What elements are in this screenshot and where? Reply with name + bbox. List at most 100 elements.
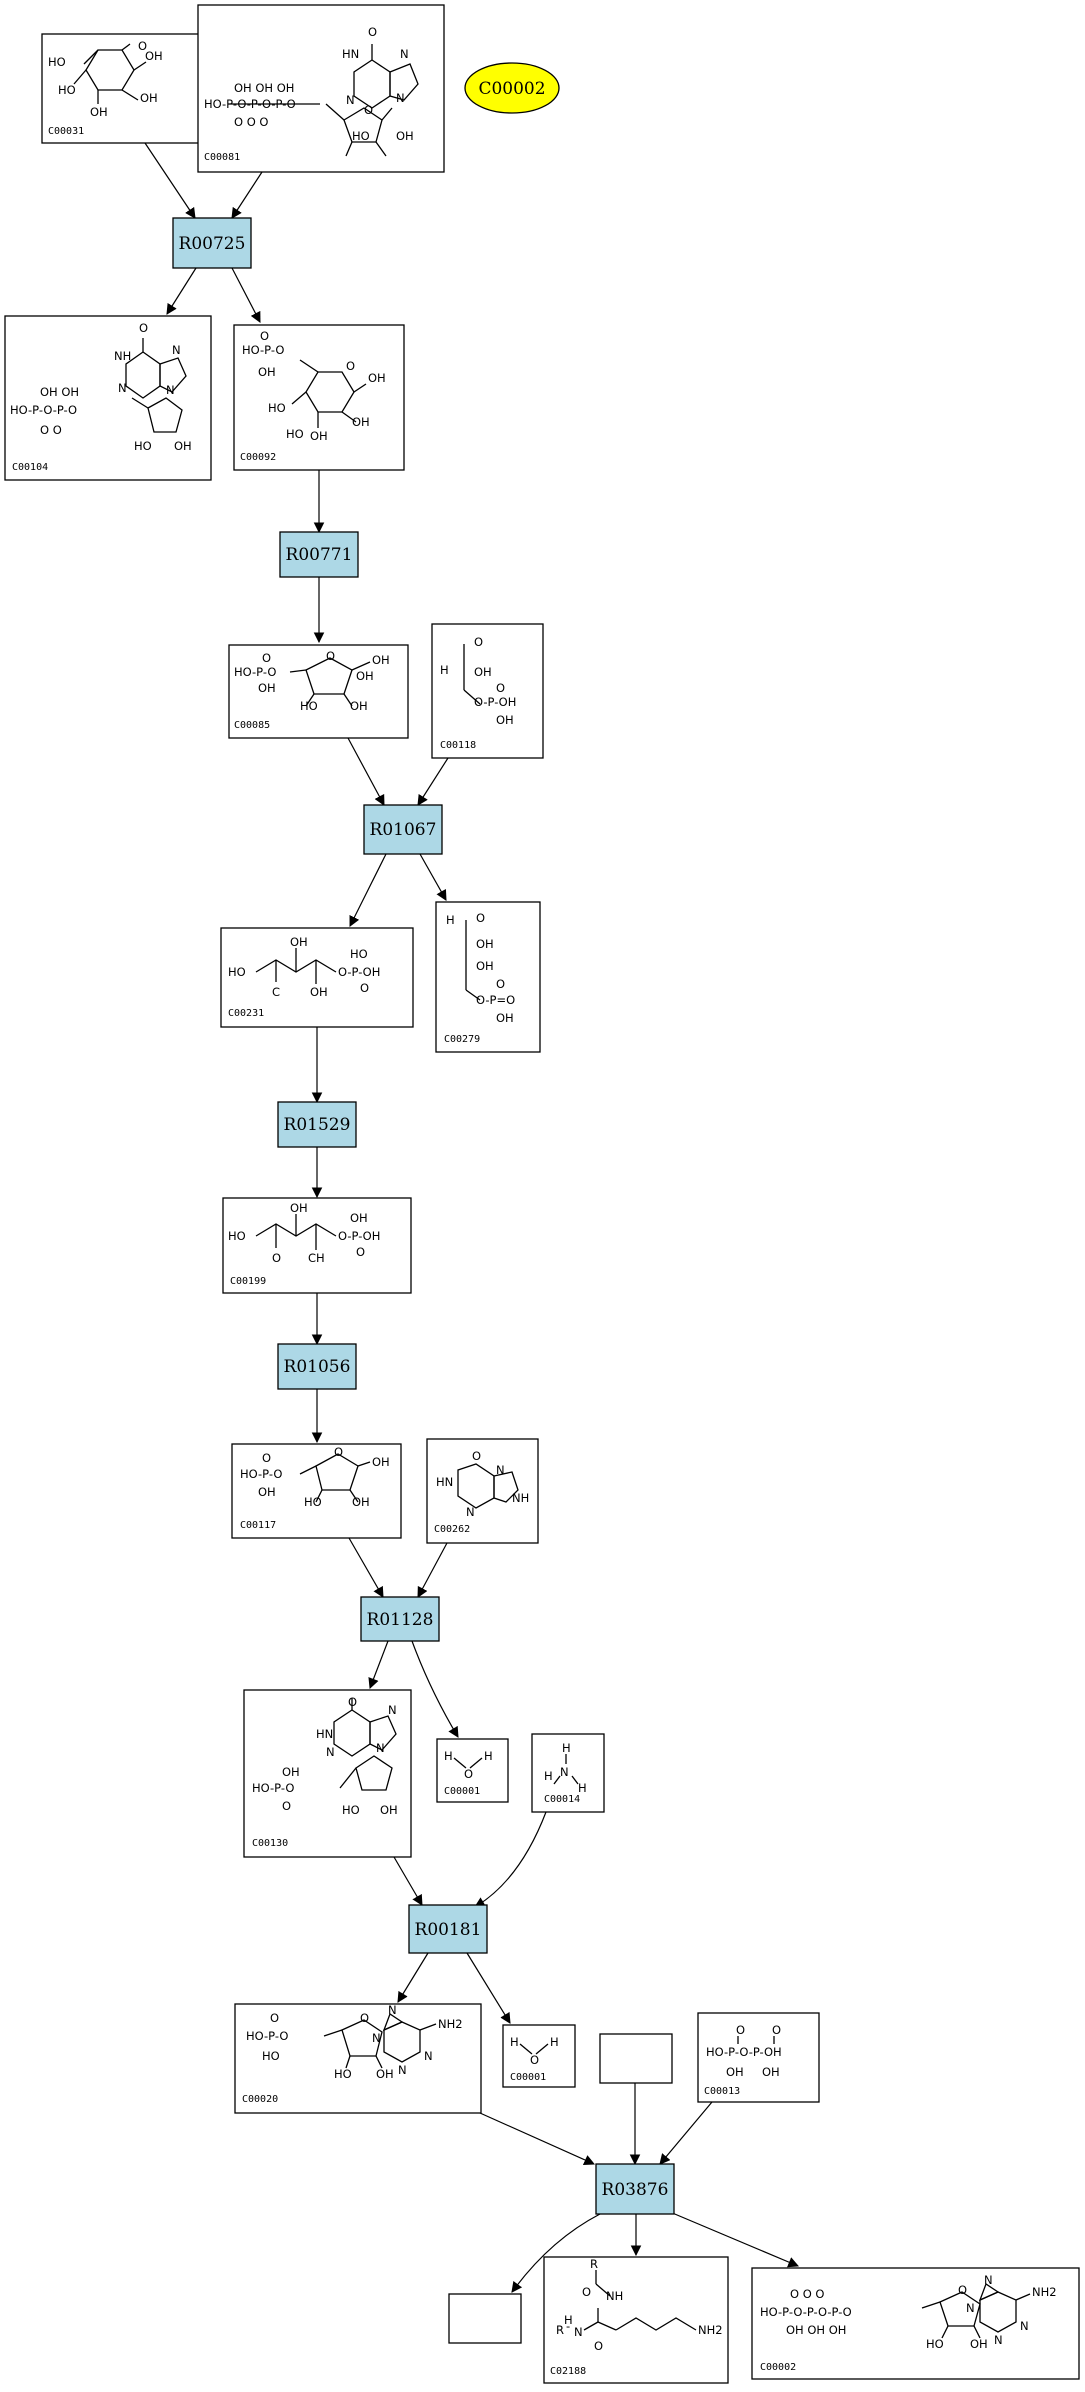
compound-label: C00117 [240,1520,276,1531]
structure-c00092 [291,359,367,428]
svg-text:O-P=O: O-P=O [476,993,515,1007]
svg-text:O: O [736,2023,745,2037]
svg-text:C: C [272,985,280,999]
compound-c00081[interactable]: OHN NN NO HO-P-O-P-O-P-O OH OH OHO O O H… [197,4,445,173]
svg-text:OH: OH [282,1765,300,1779]
reaction-r01529[interactable]: R01529 [277,1101,357,1148]
structure-c00001b [519,2043,549,2055]
compound-c00262[interactable]: OHN NNH N C00262 [426,1438,539,1544]
compound-c00001b[interactable]: HO H C00001 [502,2024,576,2088]
structure-c00117 [299,1453,371,1503]
svg-text:R: R [556,2323,564,2337]
svg-text:OH: OH [350,699,368,713]
svg-text:NH2: NH2 [438,2017,463,2031]
reaction-r01128[interactable]: R01128 [360,1596,440,1642]
svg-text:O: O [334,1445,343,1459]
compound-c02188[interactable]: RO NHR -N HO NH2 C02188 [543,2256,729,2384]
svg-text:O: O [262,1451,271,1465]
edge-r00181-c00020 [397,1952,429,2003]
svg-text:OH: OH [474,665,492,679]
svg-text:HO: HO [352,129,370,143]
compound-blank-input[interactable] [599,2033,673,2084]
structure-c00262 [457,1463,519,1509]
svg-text:O: O [582,2285,591,2299]
svg-text:HO: HO [286,427,304,441]
edge-r00725-c00104 [166,267,197,315]
svg-text:OH: OH [496,1011,514,1025]
svg-text:O-P-OH: O-P-OH [338,965,380,979]
svg-text:N: N [388,1703,397,1717]
svg-text:NH: NH [606,2289,623,2303]
compound-label: C00001 [444,1786,480,1797]
svg-text:O: O [326,649,335,663]
compound-label: C00231 [228,1008,264,1019]
svg-text:HO: HO [300,699,318,713]
edge-c00014-r00181 [474,1811,547,1908]
structure-c00001a [453,1757,483,1769]
svg-text:OH OH OH: OH OH OH [786,2323,846,2337]
edge-r01128-c00130 [368,1640,389,1690]
reaction-r00181[interactable]: R00181 [408,1904,488,1954]
svg-text:N: N [466,1505,475,1519]
edge-r03876-c00002 [669,2211,799,2268]
compound-label: C00118 [440,740,476,751]
svg-text:O: O [472,1449,481,1463]
highlight-node-c00002[interactable]: C00002 [464,62,560,114]
svg-text:OH: OH [140,91,158,105]
svg-text:O: O [474,635,483,649]
svg-text:N: N [574,2325,583,2339]
svg-text:N: N [346,93,355,107]
svg-text:OH: OH [258,681,276,695]
reaction-r03876[interactable]: R03876 [595,2163,675,2215]
compound-blank-output[interactable] [448,2293,522,2344]
compound-c00118[interactable]: OH OHO-P-OH OOH C00118 [431,623,544,759]
reaction-r01056[interactable]: R01056 [277,1343,357,1390]
svg-text:N: N [172,343,181,357]
svg-text:HN: HN [342,47,359,61]
structure-c00231 [255,948,337,984]
svg-text:HO-P-O-P-O-P-O: HO-P-O-P-O-P-O [760,2305,852,2319]
svg-text:NH2: NH2 [1032,2285,1057,2299]
svg-text:OH: OH [258,1485,276,1499]
svg-text:HO: HO [350,947,368,961]
svg-text:OH: OH [380,1803,398,1817]
svg-text:N: N [118,381,127,395]
edge-r01067-c00231 [349,853,387,927]
svg-text:N: N [376,1741,385,1755]
svg-text:N: N [496,1463,505,1477]
compound-c00014[interactable]: HH NH C00014 [531,1733,605,1813]
reaction-r00725[interactable]: R00725 [172,217,252,269]
svg-text:N: N [388,2003,397,2017]
svg-text:HO: HO [926,2337,944,2351]
reaction-label: R00725 [179,234,246,254]
svg-text:HO: HO [304,1495,322,1509]
reaction-r01067[interactable]: R01067 [363,804,443,855]
svg-text:HO-P-O: HO-P-O [246,2029,288,2043]
svg-text:HO-P-O: HO-P-O [242,343,284,357]
svg-text:HO-P-O: HO-P-O [240,1467,282,1481]
edge-r01067-c00279 [419,853,447,901]
svg-text:H: H [446,913,455,927]
edge-c00081-r00725 [231,171,263,219]
reaction-r00771[interactable]: R00771 [279,531,359,578]
svg-text:O: O [262,651,271,665]
structure-c00014 [553,1754,579,1785]
svg-text:OH: OH [352,1495,370,1509]
edges [144,142,799,2293]
compound-c00001a[interactable]: HO H C00001 [436,1738,509,1803]
svg-text:H: H [440,663,449,677]
svg-text:O: O [594,2339,603,2353]
svg-text:H: H [564,2313,573,2327]
